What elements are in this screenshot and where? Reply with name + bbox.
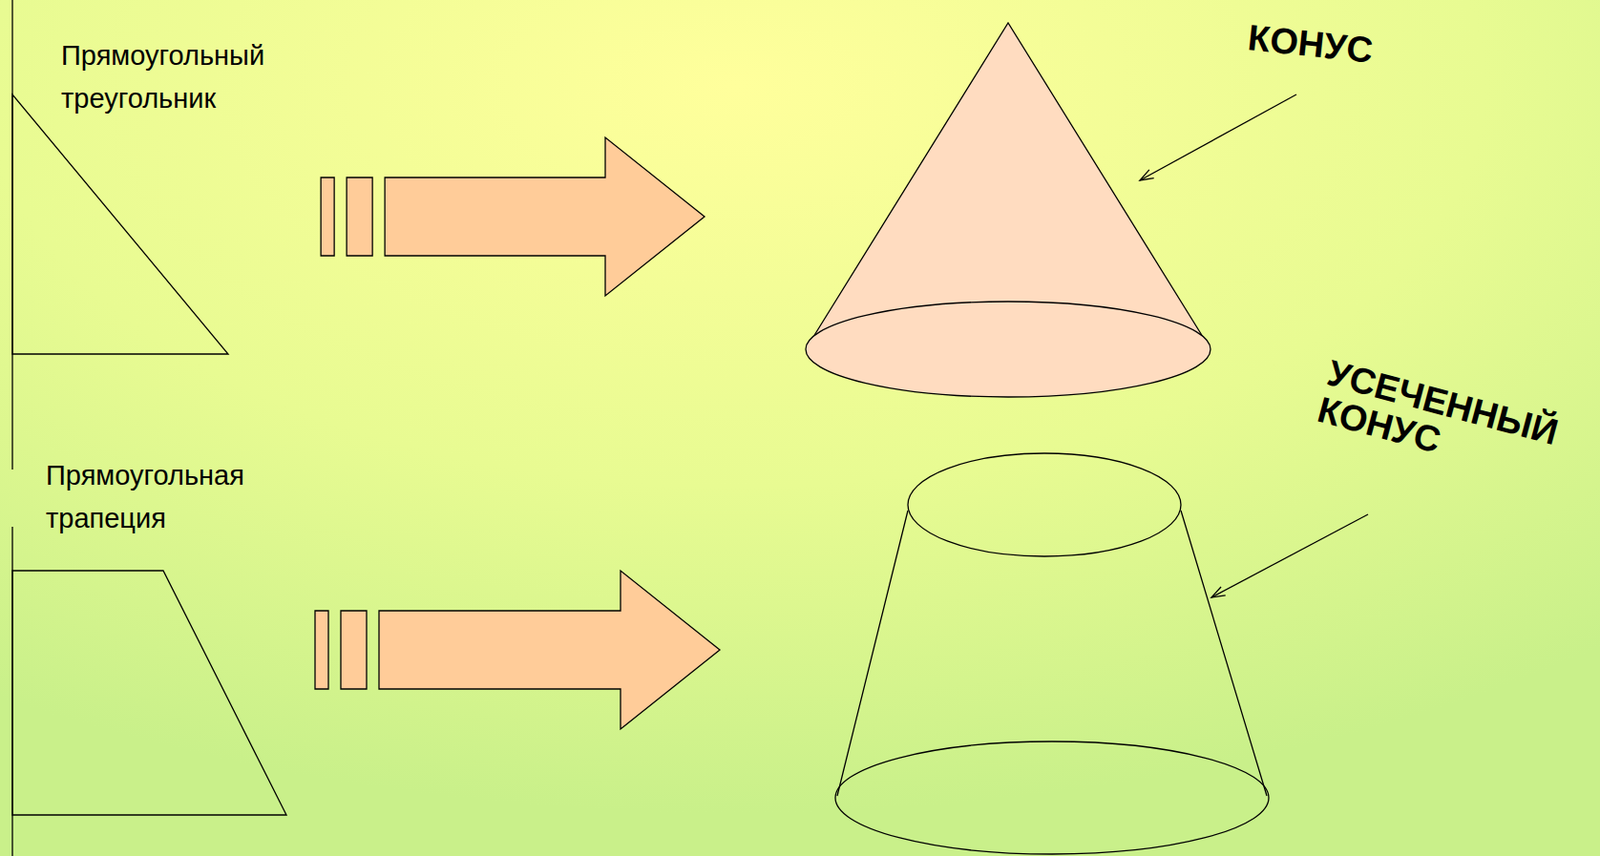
cone-surface [813, 22, 1203, 337]
cone-generatrix [813, 22, 1203, 337]
frustum-base [835, 741, 1269, 855]
block-arrow-part [384, 137, 705, 296]
block-arrow-part [346, 177, 373, 256]
figure-drawing [0, 28, 249, 358]
body-label: УСЕЧЕННЫЙ КОНУС [1313, 354, 1562, 489]
block-arrow [315, 570, 720, 730]
right-trapezoid [12, 570, 287, 816]
block-arrow-part [340, 610, 367, 690]
figure-drawing [801, 19, 1413, 401]
trapezoid-figure: Прямоугольная трапеция [0, 448, 296, 822]
leader-line [1139, 94, 1297, 181]
block-arrow [320, 137, 705, 296]
leader-line [1211, 514, 1369, 598]
frustum-figure: УСЕЧЕННЫЙ КОНУС [830, 362, 1585, 856]
frustum-generatrix [837, 510, 1267, 797]
body-label: КОНУС [1245, 18, 1375, 71]
figure-label: Прямоугольная трапеция [45, 454, 245, 541]
frustum-top [907, 453, 1181, 557]
block-arrow-part [320, 177, 335, 256]
block-arrow-part [378, 570, 720, 730]
block-arrow-part [315, 610, 329, 690]
cone-figure: КОНУС [801, 19, 1413, 401]
leader-arrowhead [1211, 587, 1226, 598]
cone-base [805, 301, 1211, 398]
triangle-figure: Прямоугольный треугольник [0, 28, 269, 358]
right-triangle [12, 94, 229, 355]
figure-label: Прямоугольный треугольник [61, 34, 265, 121]
leader-arrowhead [1139, 169, 1155, 181]
